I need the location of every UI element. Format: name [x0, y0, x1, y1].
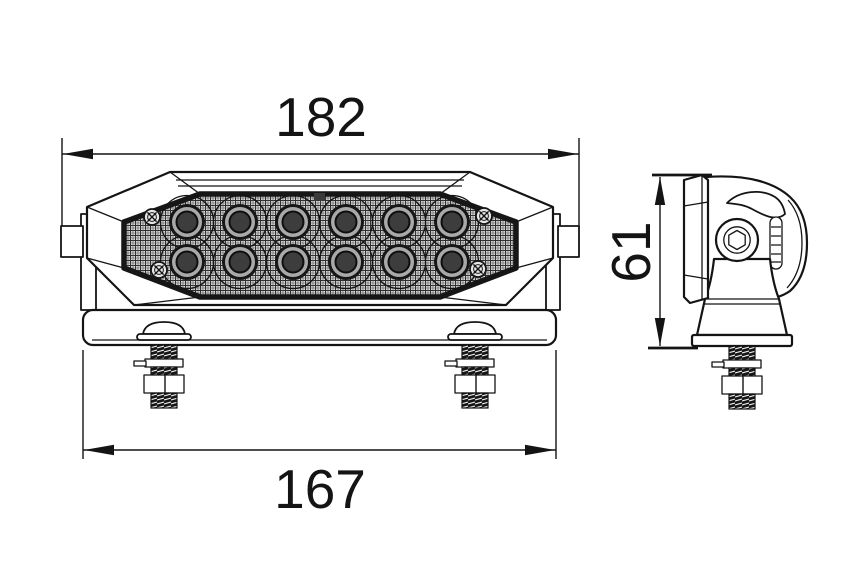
mounting-bolt-left [133, 344, 185, 409]
led-lamp [222, 204, 258, 240]
housing-bevel-lines [86, 171, 554, 306]
dimension-overall-width: 182 [61, 86, 580, 226]
arrowhead-up-icon [654, 177, 666, 205]
led-lamp [222, 244, 258, 280]
led-lamp [381, 204, 417, 240]
dimension-height: 61 [600, 173, 712, 350]
arrowhead-down-icon [654, 318, 666, 346]
side-housing-inner-line [786, 199, 803, 289]
led-lamp [328, 244, 364, 280]
heat-sink-slot [769, 216, 783, 270]
led-lamp [275, 204, 311, 240]
dimension-label-mounting-width: 167 [274, 458, 366, 520]
bracket-knob-left [60, 225, 84, 258]
side-mounting-bolt [711, 345, 763, 410]
bracket-knob-right [557, 225, 580, 258]
led-lamp [434, 204, 470, 240]
arrowhead-right-icon [525, 444, 555, 456]
side-base-flange [690, 333, 794, 348]
side-view: 61 [600, 173, 809, 410]
arrowhead-left-icon [63, 148, 93, 160]
pedestal-facet-lines [703, 298, 781, 305]
dimension-label-height: 61 [600, 221, 662, 282]
led-lamp [328, 204, 364, 240]
lens-screw-icon [150, 261, 168, 279]
lens-screw-icon [469, 260, 487, 278]
led-lamp [434, 244, 470, 280]
lens-screw-icon [475, 207, 493, 225]
led-lamp [381, 244, 417, 280]
lens-mesh [121, 191, 519, 300]
led-lamp [275, 244, 311, 280]
lens-screw-icon [143, 208, 161, 226]
led-lamp [169, 244, 205, 280]
mounting-base-plate [81, 308, 558, 347]
hex-bolt-icon [728, 229, 746, 251]
dimension-label-overall-width: 182 [275, 86, 367, 148]
led-lamp [169, 204, 205, 240]
dimension-mounting-width: 167 [82, 350, 557, 520]
front-view: 182 [60, 86, 580, 520]
pivot-boss [714, 217, 760, 263]
mounting-bolt-right [444, 344, 496, 409]
arrowhead-left-icon [84, 444, 114, 456]
side-bracket-arm [726, 191, 786, 219]
side-lens-panel [682, 173, 710, 305]
lens-top-tab [314, 193, 325, 201]
housing-top-facet-lines [176, 179, 464, 187]
arrowhead-right-icon [548, 148, 578, 160]
